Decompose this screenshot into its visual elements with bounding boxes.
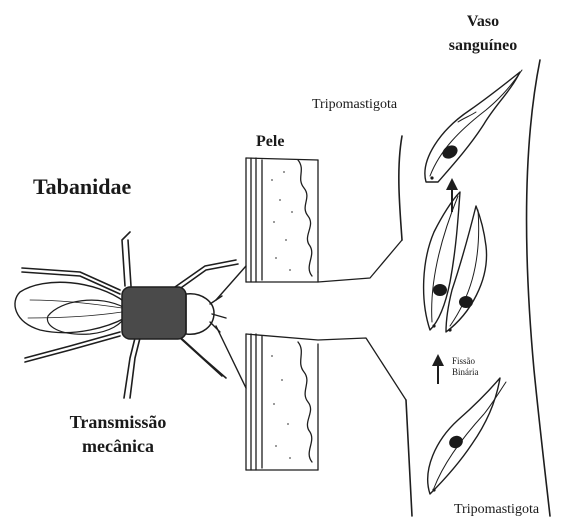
- label-vessel-line2: sanguíneo: [449, 37, 517, 54]
- trypomastigote-top: [425, 70, 522, 182]
- trypomastigote-binary-fission: [424, 192, 487, 332]
- label-trypomastigote-top: Tripomastigota: [312, 97, 398, 112]
- label-fission-line2: Binária: [452, 367, 479, 377]
- trypomastigote-bottom: [428, 378, 506, 494]
- label-skin: Pele: [256, 133, 284, 150]
- label-vessel-line1: Vaso: [467, 13, 499, 30]
- movement-arrow-fission: [432, 354, 444, 384]
- label-insect: Tabanidae: [33, 174, 131, 199]
- label-fission-line1: Fissão: [452, 356, 476, 366]
- flow-connector-lines: [216, 266, 246, 388]
- skin-cross-section: [246, 158, 406, 470]
- label-transmission-line2: mecânica: [82, 436, 154, 456]
- blood-vessel-walls: [399, 60, 550, 516]
- tabanidae-fly-illustration: [15, 232, 238, 398]
- label-trypomastigote-bottom: Tripomastigota: [454, 502, 540, 517]
- label-transmission-line1: Transmissão: [70, 412, 167, 432]
